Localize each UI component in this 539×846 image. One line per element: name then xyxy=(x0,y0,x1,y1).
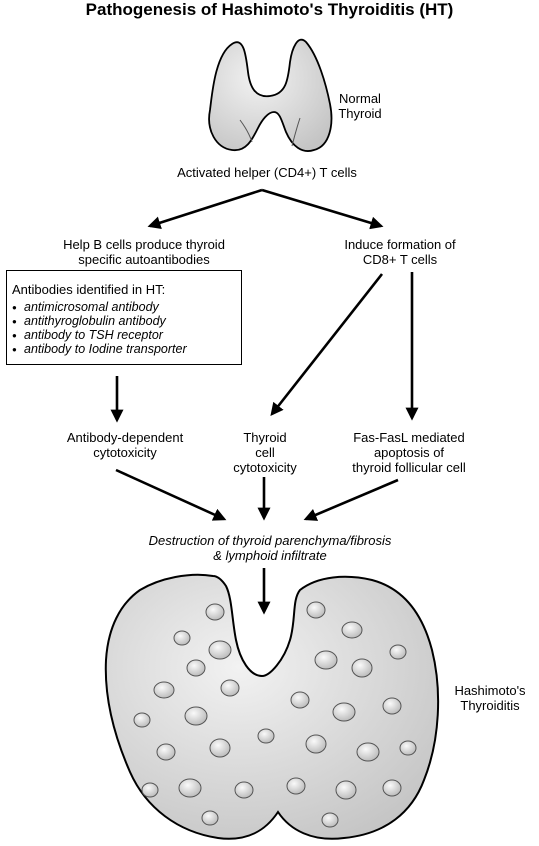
activated-t-cells-node: Activated helper (CD4+) T cells xyxy=(177,165,357,180)
cd8-induction-line2: CD8+ T cells xyxy=(362,252,438,267)
hashimoto-label-line2: Thyroiditis xyxy=(460,698,520,713)
fas-apoptosis-line1: Fas-FasL mediated xyxy=(353,430,465,445)
adcc-line2: cytotoxicity xyxy=(93,445,157,460)
flow-arrows xyxy=(110,188,419,615)
arrow-adcc-to-destruction xyxy=(115,468,227,521)
destruction-line1: Destruction of thyroid parenchyma/fibros… xyxy=(148,533,392,548)
destruction-node: Destruction of thyroid parenchyma/fibros… xyxy=(110,533,430,563)
arrow-cd8-to-thyroid-cyto xyxy=(270,273,384,417)
thyroid-cell-cytotoxicity-node: Thyroid cell cytotoxicity xyxy=(225,430,305,475)
help-b-cells-line2: specific autoantibodies xyxy=(78,252,210,267)
list-item: antibody to Iodine transporter xyxy=(12,342,187,356)
destruction-line2: & lymphoid infiltrate xyxy=(213,548,327,563)
thyroid-cytotoxicity-line1: Thyroid xyxy=(243,430,287,445)
cd8-induction-line1: Induce formation of xyxy=(344,237,456,252)
hashimoto-thyroiditis-label: Hashimoto's Thyroiditis xyxy=(445,683,535,713)
normal-thyroid-label: Normal Thyroid xyxy=(318,91,402,121)
arrow-tcells-to-helpb xyxy=(147,188,263,230)
antibodies-list: antimicrosomal antibody antithyroglobuli… xyxy=(12,300,187,356)
list-item: antimicrosomal antibody xyxy=(12,300,187,314)
normal-thyroid-label-line2: Thyroid xyxy=(338,106,382,121)
fas-apoptosis-line2: apoptosis of xyxy=(373,445,445,460)
adcc-line1: Antibody-dependent xyxy=(66,430,184,445)
fas-apoptosis-line3: thyroid follicular cell xyxy=(352,460,466,475)
thyroid-cytotoxicity-line2: cell xyxy=(255,445,275,460)
diagram-title: Pathogenesis of Hashimoto's Thyroiditis … xyxy=(85,0,454,19)
cd8-induction-node: Induce formation of CD8+ T cells xyxy=(338,237,462,267)
help-b-cells-line1: Help B cells produce thyroid xyxy=(63,237,225,252)
antibodies-box-heading: Antibodies identified in HT: xyxy=(12,282,166,297)
hashimoto-label-line1: Hashimoto's xyxy=(454,683,526,698)
thyroid-cytotoxicity-line3: cytotoxicity xyxy=(233,460,297,475)
help-b-cells-node: Help B cells produce thyroid specific au… xyxy=(18,237,270,267)
hashimoto-thyroid-icon xyxy=(104,573,440,840)
adcc-node: Antibody-dependent cytotoxicity xyxy=(40,430,210,460)
arrow-fas-to-destruction xyxy=(303,478,399,521)
arrow-tcells-to-cd8 xyxy=(261,188,384,230)
list-item: antithyroglobulin antibody xyxy=(12,314,187,328)
normal-thyroid-label-line1: Normal xyxy=(339,91,381,106)
normal-thyroid-icon xyxy=(208,38,333,152)
fas-apoptosis-node: Fas-FasL mediated apoptosis of thyroid f… xyxy=(334,430,484,475)
list-item: antibody to TSH receptor xyxy=(12,328,187,342)
